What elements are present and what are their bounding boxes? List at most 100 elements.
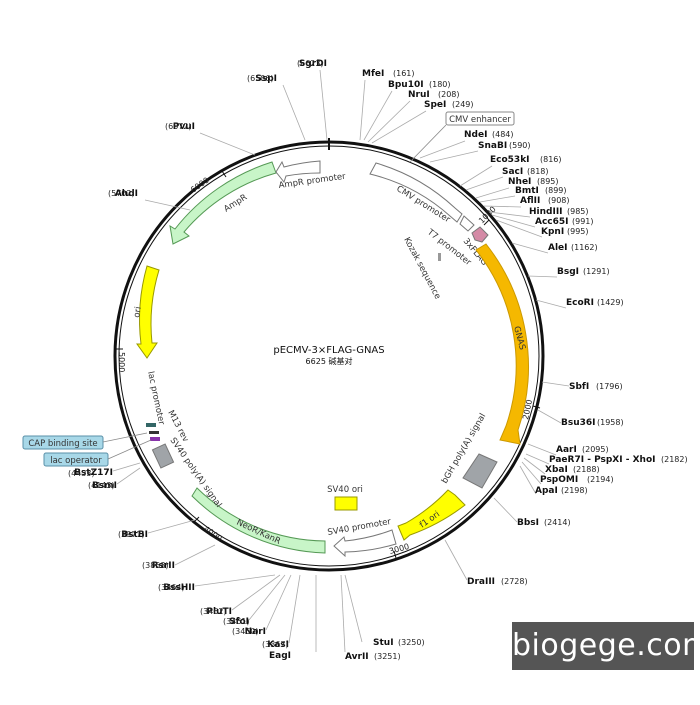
site-position: (161) [393, 69, 415, 78]
site-bsmi-40: BsmI(4143) [88, 467, 141, 491]
feature-label-sv40-ori: SV40 ori [327, 485, 363, 495]
site-leader-line [199, 132, 256, 156]
site-aflii-14: AflII(908) [483, 196, 570, 208]
site-leader-line [371, 110, 427, 144]
site-leader-line [491, 214, 536, 228]
site-position: (590) [509, 141, 531, 150]
site-pvui-2: PvuI(6072) [165, 122, 256, 156]
site-nari-34: NarI(3460) [232, 574, 292, 637]
site-name: Eco53kI [490, 155, 530, 165]
site-position: (899) [545, 186, 567, 195]
site-position: (3858) [142, 561, 169, 570]
site-name: PluTI [206, 607, 232, 617]
feature-label-ampr: AmpR [222, 193, 249, 215]
feature-bgh-polya [462, 453, 498, 489]
site-leader-line [479, 195, 516, 203]
site-name: SnaBI [478, 141, 507, 151]
site-aari-23: AarI(2095) [527, 443, 609, 456]
site-name: SbfI [569, 382, 589, 392]
site-draiii-29: DraIII(2728) [444, 539, 528, 587]
site-position: (2194) [587, 475, 614, 484]
site-bstz17i-41: BstZ17I [74, 462, 141, 478]
callout-lac-operator: lac operator [43, 439, 152, 467]
site-paer7i-pspxi-xhoi-24: PaeR7I - PspXI - XhoI(2182) [525, 453, 688, 465]
site-leader-line [174, 544, 216, 566]
site-name: BstBI [121, 530, 148, 540]
site-leader-line [523, 457, 546, 475]
callout-cmv-enhancer: CMV enhancer [409, 111, 515, 163]
site-ahdi-3: AhdI(5702) [108, 189, 191, 211]
site-position: (995) [567, 227, 589, 236]
site-leader-line [363, 90, 393, 141]
site-name: AleI [548, 243, 568, 253]
site-position: (3464) [158, 583, 185, 592]
feature-neor-kanr [191, 487, 326, 554]
site-name: NarI [245, 627, 266, 637]
site-bsgi-19: BsgI(1291) [527, 267, 610, 278]
restriction-sites: SgrDI(6623)SspI(6506)PvuI(6072)AhdI(5702… [68, 59, 688, 662]
site-position: (6506) [247, 74, 274, 83]
site-kpni-17: KpnI(995) [495, 219, 589, 238]
site-leader-line [344, 574, 363, 643]
site-eco53ki-10: Eco53kI (816) [459, 155, 562, 187]
site-leader-line [419, 140, 466, 159]
site-position: (985) [567, 207, 589, 216]
site-bmti-13: BmtI(899) [479, 186, 567, 203]
site-stui-30: StuI(3250) [344, 574, 425, 648]
site-leader-line [475, 187, 510, 199]
site-mfei-4: MfeI (161) [359, 69, 415, 141]
site-name: NheI [508, 177, 531, 187]
site-bbsi-28: BbsI(2414) [493, 497, 571, 528]
site-leader-line [511, 242, 549, 254]
site-leader-line [288, 574, 301, 644]
site-name: ApaI [535, 486, 558, 496]
site-leader-line [444, 539, 468, 581]
site-position: (3251) [374, 652, 401, 661]
site-ndei-8: NdeI (484) [419, 130, 514, 159]
site-snabi-9: SnaBI(590) [429, 141, 531, 163]
site-nhei-12: NheI(895) [475, 177, 559, 199]
site-leader-line [367, 100, 411, 143]
feature-label-lac-promoter: lac promoter [145, 371, 166, 427]
site-name: MfeI [362, 69, 384, 79]
site-leader-line [483, 205, 522, 208]
site-alei-18: AleI(1162) [511, 242, 598, 254]
plasmid-length: 6625 碱基对 [306, 356, 353, 366]
site-name: DraIII [467, 577, 495, 587]
tick-mark-5000: 5000 [116, 348, 126, 372]
site-position: (3461) [223, 617, 250, 626]
site-position: (208) [438, 90, 460, 99]
callout-cap-binding-site: CAP binding site [22, 432, 148, 450]
site-position: (1162) [571, 243, 598, 252]
site-name: SfoI [229, 617, 249, 627]
site-name: BstZ17I [74, 468, 113, 478]
site-leader-line [147, 519, 196, 534]
site-position: (484) [492, 130, 514, 139]
site-leader-line [519, 465, 537, 495]
site-name: SacI [502, 167, 523, 177]
feature-lac-operator-mark [150, 437, 160, 441]
site-sfoi-35: SfoI(3461) [223, 574, 286, 627]
site-apai-27: ApaI(2198) [519, 465, 588, 496]
site-name: BssHII [163, 583, 195, 593]
site-position: (2182) [661, 455, 688, 464]
site-name: PvuI [173, 122, 195, 132]
site-bpu10i-5: Bpu10I (180) [363, 80, 451, 141]
site-spei-7: SpeI(249) [371, 100, 474, 144]
feature-label-cmv-enhancer: CMV enhancer [449, 115, 511, 125]
site-name: SspI [255, 74, 277, 84]
site-name: PspOMI [540, 475, 578, 485]
site-position: (816) [540, 155, 562, 164]
site-avrii-31: AvrII(3251) [340, 574, 401, 662]
site-position: (6072) [165, 122, 192, 131]
site-name: NdeI [464, 130, 487, 140]
feature-3xflag [471, 226, 489, 243]
site-leader-line [527, 275, 558, 278]
site-position: (3977) [118, 530, 145, 539]
feature-m13-rev [149, 431, 159, 434]
site-name: Bpu10I [388, 80, 424, 90]
site-leader-line [231, 574, 281, 611]
site-position: (180) [429, 80, 451, 89]
feature-label-ori: ori [132, 306, 144, 319]
